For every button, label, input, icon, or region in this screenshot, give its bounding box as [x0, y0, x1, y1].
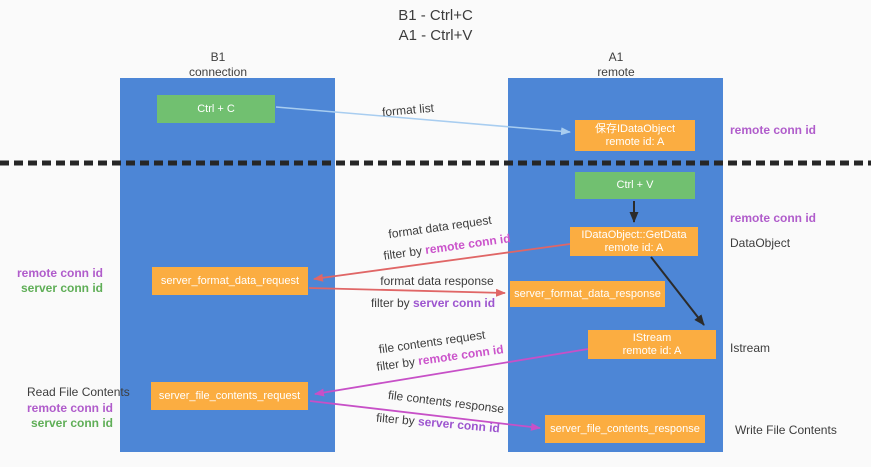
server-conn-id-emphasis: server conn id	[417, 414, 501, 436]
server-file-contents-response-label: server_file_contents_response	[550, 422, 700, 435]
left-column-name: B1	[210, 50, 226, 64]
remote-conn-id-label-top-right: remote conn id	[730, 123, 817, 137]
left-column-role: connection	[188, 65, 248, 79]
dataobject-label: DataObject	[730, 236, 791, 250]
istream-line1: IStream	[632, 331, 672, 344]
server-format-data-response-label: server_format_data_response	[514, 287, 661, 300]
diagram-title-line1: B1 - Ctrl+C	[398, 7, 473, 24]
ctrl-v-label: Ctrl + V	[616, 179, 654, 191]
right-column-name: A1	[608, 50, 624, 64]
right-column-role: remote	[597, 65, 635, 79]
format-data-response-annotation: format data response	[380, 274, 494, 288]
diagram-title: B1 - Ctrl+C A1 - Ctrl+V	[0, 6, 871, 46]
istream-box: IStream remote id: A	[588, 330, 716, 359]
file-response-filter-annotation: filter by server conn id	[376, 411, 501, 436]
write-file-contents-label: Write File Contents	[735, 423, 837, 437]
file-contents-response-annotation: file contents response	[387, 387, 505, 417]
istream-line2: remote id: A	[622, 344, 682, 357]
filter-by-text: filter by	[370, 296, 410, 310]
save-idataobject-line1: 保存IDataObject	[594, 122, 676, 135]
left-column-header: B1 connection	[158, 50, 278, 80]
format-list-annotation: format list	[381, 100, 435, 120]
idataobject-getdata-box: IDataObject::GetData remote id: A	[570, 227, 698, 256]
ctrl-c-box: Ctrl + C	[157, 95, 275, 123]
server-file-contents-request-label: server_file_contents_request	[158, 389, 301, 402]
save-idataobject-box: 保存IDataObject remote id: A	[575, 120, 695, 151]
server-file-contents-request-box: server_file_contents_request	[151, 382, 308, 410]
left-conn-id-labels-bottom: remote conn id server conn id	[23, 401, 113, 431]
filter-by-text: filter by	[382, 243, 423, 263]
server-conn-id-label-left: server conn id	[20, 281, 103, 295]
idataobject-getdata-line2: remote id: A	[604, 241, 664, 254]
remote-conn-id-emphasis: remote conn id	[424, 231, 512, 257]
server-format-data-response-box: server_format_data_response	[510, 281, 665, 307]
save-idataobject-line2: remote id: A	[605, 135, 665, 148]
diagram-title-line2: A1 - Ctrl+V	[398, 27, 473, 44]
server-file-contents-response-box: server_file_contents_response	[545, 415, 705, 443]
remote-conn-id-label-mid-right: remote conn id	[730, 211, 817, 225]
idataobject-getdata-line1: IDataObject::GetData	[581, 228, 687, 241]
server-format-data-request-label: server_format_data_request	[160, 274, 300, 287]
remote-conn-id-label-left2: remote conn id	[26, 401, 113, 415]
read-file-contents-label: Read File Contents	[27, 385, 130, 399]
left-conn-id-labels-top: remote conn id server conn id	[13, 266, 103, 296]
istream-side-label: Istream	[730, 341, 771, 355]
server-conn-id-label-left2: server conn id	[30, 416, 113, 430]
right-column-header: A1 remote	[556, 50, 676, 80]
ctrl-v-box: Ctrl + V	[575, 172, 695, 199]
ctrl-c-label: Ctrl + C	[197, 102, 235, 115]
filter-by-text: filter by	[375, 354, 416, 374]
remote-conn-id-label-left: remote conn id	[16, 266, 103, 280]
format-response-filter-annotation: filter by server conn id	[371, 296, 495, 310]
filter-by-text: filter by	[375, 410, 416, 428]
server-conn-id-emphasis: server conn id	[413, 296, 496, 310]
server-format-data-request-box: server_format_data_request	[152, 267, 308, 295]
format-data-response-arrow	[308, 287, 506, 297]
